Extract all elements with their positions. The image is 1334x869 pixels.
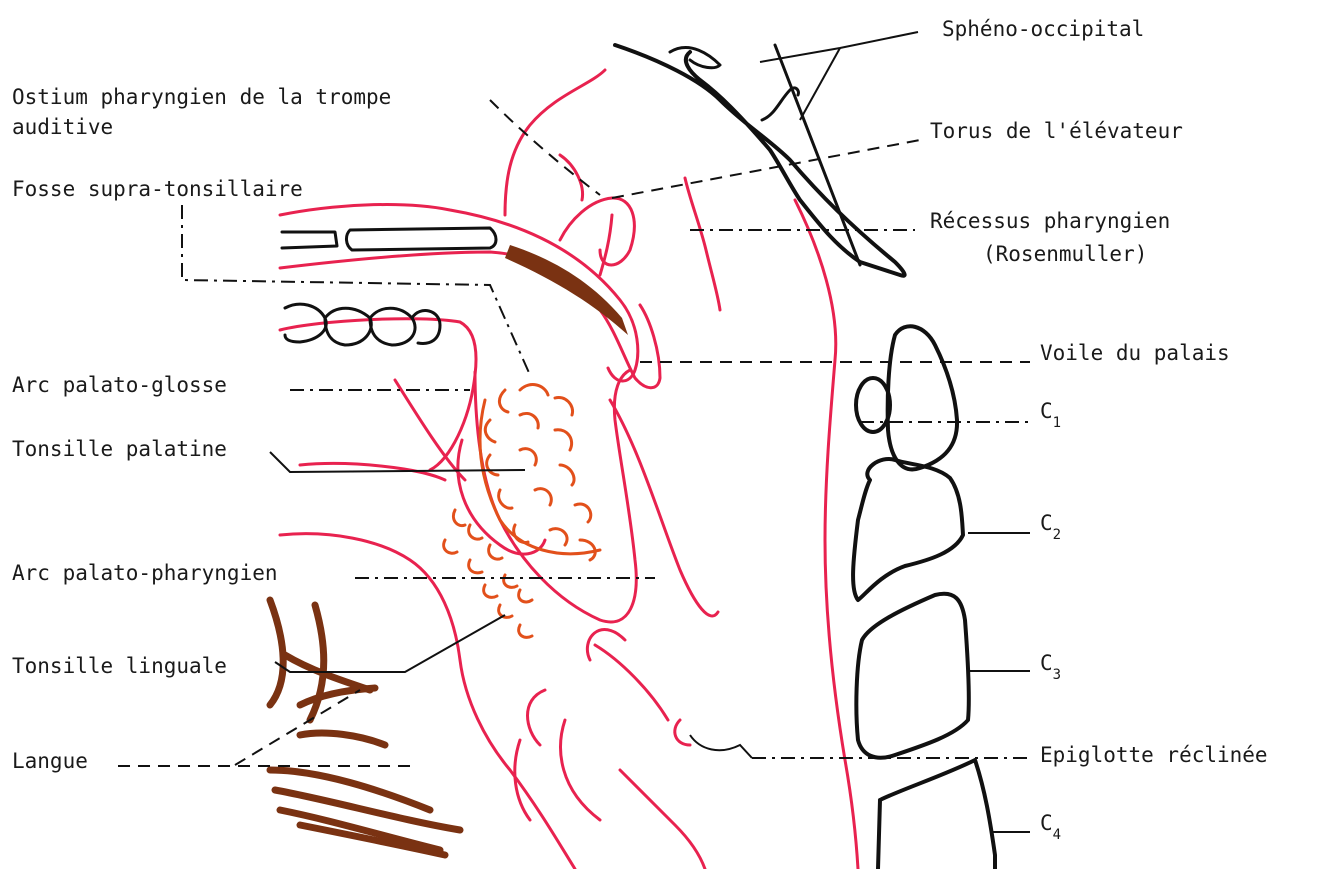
- vertebra-c4: [878, 760, 995, 869]
- palatine-tonsil: [480, 385, 600, 560]
- label-ostium-line2: auditive: [12, 115, 113, 139]
- label-c1: C1: [1040, 399, 1061, 431]
- labels: Sphéno-occipital Ostium pharyngien de la…: [12, 17, 1268, 843]
- spheno-occipital-bone: [615, 45, 905, 276]
- label-torus: Torus de l'élévateur: [930, 119, 1183, 143]
- label-recessus-line1: Récessus pharyngien: [930, 209, 1170, 233]
- label-langue: Langue: [12, 749, 88, 773]
- label-voile-du-palais: Voile du palais: [1040, 341, 1230, 365]
- lingual-tonsil: [444, 510, 532, 637]
- label-c3: C3: [1040, 651, 1061, 683]
- label-epiglotte-reclinee: Epiglotte réclinée: [1040, 743, 1268, 767]
- label-c4: C4: [1040, 811, 1061, 843]
- leader-lines: [118, 32, 1030, 832]
- label-c2: C2: [1040, 511, 1061, 543]
- vertebra-c3: [856, 594, 968, 758]
- label-recessus-line2: (Rosenmuller): [983, 242, 1147, 266]
- label-fosse-supra-tonsillaire: Fosse supra-tonsillaire: [12, 177, 303, 201]
- atlas-c1: [856, 326, 957, 469]
- label-tonsille-linguale: Tonsille linguale: [12, 654, 227, 678]
- label-tonsille-palatine: Tonsille palatine: [12, 437, 227, 461]
- label-arc-palato-pharyngien: Arc palato-pharyngien: [12, 561, 278, 585]
- upper-teeth: [282, 228, 496, 250]
- axis-c2: [853, 459, 963, 600]
- label-arc-palato-glosse: Arc palato-glosse: [12, 373, 227, 397]
- label-ostium-line1: Ostium pharyngien de la trompe: [12, 85, 391, 109]
- label-spheno-occipital: Sphéno-occipital: [942, 17, 1144, 41]
- tongue-muscle: [270, 600, 460, 855]
